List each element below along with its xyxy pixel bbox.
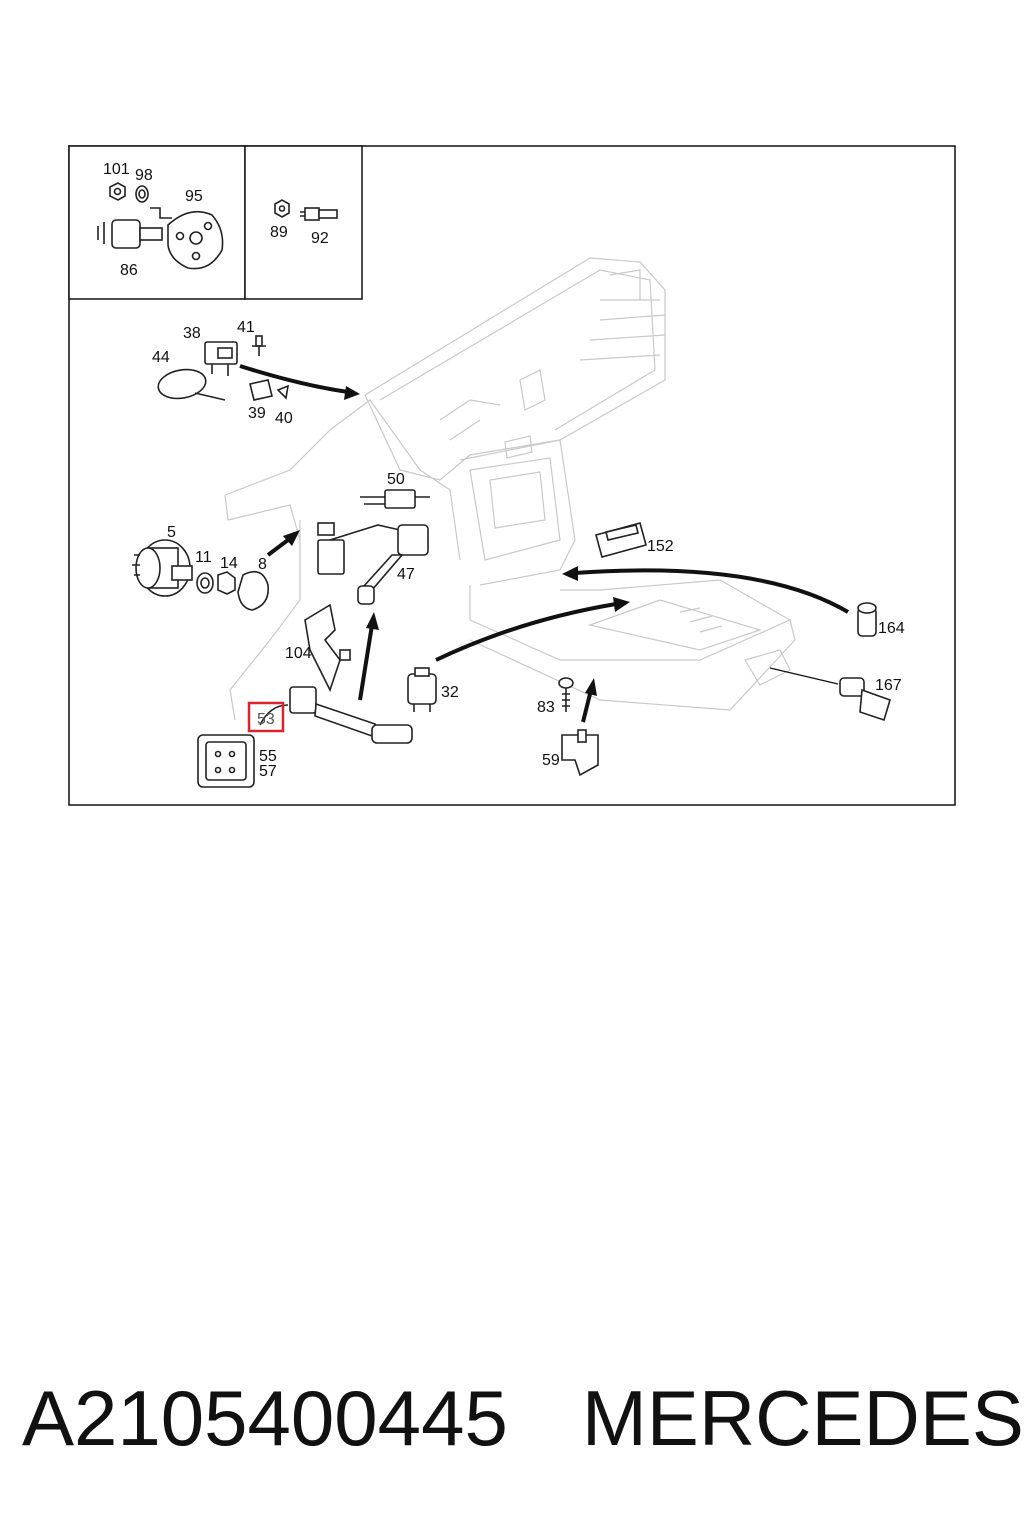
part-164-167 bbox=[839, 602, 891, 722]
callout-83: 83 bbox=[537, 699, 555, 716]
callout-8: 8 bbox=[258, 556, 267, 573]
part-53-switch bbox=[197, 686, 413, 788]
inset-box-right bbox=[244, 145, 363, 300]
callout-164: 164 bbox=[878, 620, 905, 637]
arrowhead bbox=[283, 530, 300, 546]
brand-name: MERCEDES bbox=[581, 1374, 1024, 1462]
callout-104: 104 bbox=[285, 645, 312, 662]
parts-38-44 bbox=[157, 335, 290, 401]
callout-11: 11 bbox=[195, 549, 212, 566]
callout-14: 14 bbox=[220, 555, 238, 572]
callout-41: 41 bbox=[237, 319, 255, 336]
callout-55: 55 bbox=[259, 748, 277, 765]
callout-95: 95 bbox=[185, 188, 203, 205]
callout-40: 40 bbox=[275, 410, 293, 427]
inset-box-left bbox=[68, 145, 246, 300]
callout-57: 57 bbox=[259, 763, 277, 780]
part-104 bbox=[304, 603, 351, 693]
parts-5-14 bbox=[132, 539, 269, 611]
arrowhead bbox=[613, 597, 630, 612]
callout-5: 5 bbox=[167, 524, 176, 541]
callout-152: 152 bbox=[647, 538, 674, 555]
callout-38: 38 bbox=[183, 325, 201, 342]
arrowhead bbox=[366, 612, 379, 630]
dashboard-outline bbox=[224, 257, 796, 721]
part-50 bbox=[360, 489, 430, 509]
part-47 bbox=[317, 522, 429, 605]
inset-nut-bolt bbox=[274, 199, 338, 221]
callout-50: 50 bbox=[387, 471, 405, 488]
callout-86: 86 bbox=[120, 262, 138, 279]
part-83-59 bbox=[558, 677, 599, 777]
callout-39: 39 bbox=[248, 405, 266, 422]
callout-101: 101 bbox=[103, 161, 130, 178]
callout-53-highlight bbox=[247, 701, 285, 733]
callout-59: 59 bbox=[542, 752, 560, 769]
callout-92: 92 bbox=[311, 230, 329, 247]
callout-167: 167 bbox=[875, 677, 902, 694]
part-number: A2105400445 bbox=[22, 1374, 508, 1462]
inset-switch-parts bbox=[97, 182, 224, 270]
callout-labels: 101 98 95 86 89 92 38 41 44 39 40 50 5 1… bbox=[103, 161, 905, 780]
part-caption: A2105400445 MERCEDES bbox=[22, 1368, 1024, 1468]
callout-47: 47 bbox=[397, 566, 415, 583]
callout-44: 44 bbox=[152, 349, 170, 366]
callout-53: 53 bbox=[257, 711, 275, 728]
arrowhead bbox=[585, 678, 597, 696]
callout-32: 32 bbox=[441, 684, 459, 701]
arrowhead bbox=[344, 386, 360, 400]
part-32 bbox=[407, 667, 437, 712]
part-152 bbox=[595, 522, 647, 558]
callout-89: 89 bbox=[270, 224, 288, 241]
callout-98: 98 bbox=[135, 167, 153, 184]
arrowhead bbox=[562, 566, 578, 581]
assembly-arrows bbox=[239, 364, 850, 723]
diagram-frame bbox=[68, 145, 956, 806]
